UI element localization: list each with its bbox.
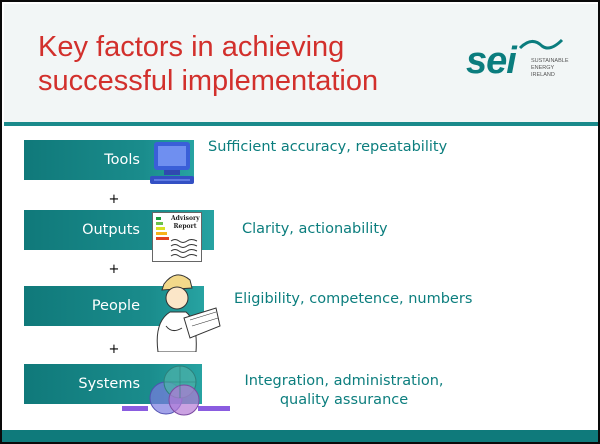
factor-label: People: [91, 298, 140, 314]
title-divider: [4, 122, 598, 126]
sei-logo: sei SUSTAINABLE ENERGY IRELAND: [466, 38, 586, 86]
factor-description-tools: Sufficient accuracy, repeatability: [208, 139, 448, 155]
advisory-report-icon: Advisory Report: [152, 212, 202, 262]
factor-description-systems: Integration, administration, quality ass…: [244, 373, 444, 408]
logo-subtitle: SUSTAINABLE ENERGY IRELAND: [531, 58, 569, 78]
plus-sign: +: [108, 192, 120, 207]
slide-title: Key factors in achieving successful impl…: [38, 31, 379, 97]
factor-label: Outputs: [82, 222, 140, 238]
factor-description-people: Eligibility, competence, numbers: [234, 291, 473, 307]
footer-band: [2, 430, 598, 442]
computer-icon: [150, 142, 194, 184]
sei-logo-icon: [518, 38, 564, 50]
factor-label: Systems: [78, 376, 140, 392]
factor-description-outputs: Clarity, actionability: [242, 221, 388, 237]
engineer-icon: [156, 274, 221, 352]
systems-icon: [122, 365, 230, 416]
logo-wordmark: sei: [466, 40, 517, 82]
advisory-report-label: Advisory Report: [171, 215, 200, 230]
title-area: Key factors in achieving successful impl…: [4, 4, 598, 122]
factor-label: Tools: [104, 152, 140, 168]
plus-sign: +: [108, 342, 120, 357]
plus-sign: +: [108, 262, 120, 277]
